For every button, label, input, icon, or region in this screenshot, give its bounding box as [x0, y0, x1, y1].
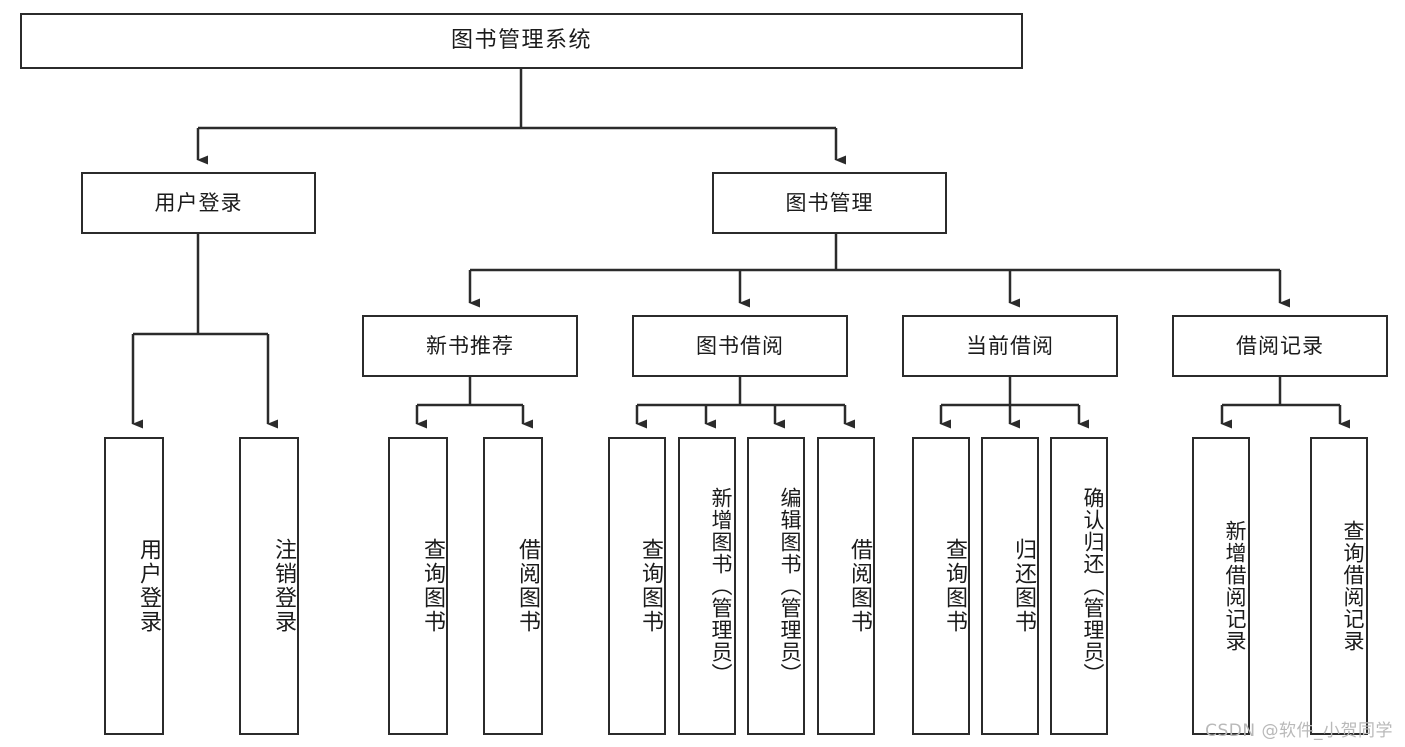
node-book-management-label: 图书管理	[785, 190, 874, 215]
node-book-borrow[interactable]: 图书借阅	[632, 315, 848, 377]
leaf-current-query-book-label: 查询图书	[942, 538, 967, 634]
node-user-login-label: 用户登录	[154, 190, 243, 215]
node-new-book-recommend-label: 新书推荐	[426, 333, 514, 358]
leaf-newbook-borrow-book[interactable]: 借阅图书	[483, 437, 543, 735]
leaf-user-login-label: 用户登录	[136, 538, 161, 634]
leaf-records-query-record[interactable]: 查询借阅记录	[1310, 437, 1368, 735]
leaf-logout-label: 注销登录	[271, 538, 296, 634]
leaf-logout[interactable]: 注销登录	[239, 437, 299, 735]
node-user-login[interactable]: 用户登录	[81, 172, 316, 234]
node-current-borrow-label: 当前借阅	[966, 333, 1054, 358]
leaf-borrow-borrow-book-label: 借阅图书	[847, 538, 872, 634]
leaf-newbook-borrow-book-label: 借阅图书	[515, 538, 540, 634]
leaf-records-query-record-label: 查询借阅记录	[1341, 520, 1365, 652]
watermark: CSDN @软件_小贺同学	[1205, 721, 1393, 741]
leaf-current-query-book[interactable]: 查询图书	[912, 437, 970, 735]
node-borrow-records[interactable]: 借阅记录	[1172, 315, 1388, 377]
leaf-borrow-add-book-label: 新增图书（管理员）	[709, 487, 733, 685]
node-book-borrow-label: 图书借阅	[696, 333, 784, 358]
leaf-borrow-borrow-book[interactable]: 借阅图书	[817, 437, 875, 735]
leaf-borrow-edit-book-label: 编辑图书（管理员）	[778, 487, 802, 685]
node-borrow-records-label: 借阅记录	[1236, 333, 1324, 358]
node-book-management[interactable]: 图书管理	[712, 172, 947, 234]
leaf-current-confirm-return[interactable]: 确认归还（管理员）	[1050, 437, 1108, 735]
leaf-current-confirm-return-label: 确认归还（管理员）	[1081, 487, 1105, 685]
leaf-user-login[interactable]: 用户登录	[104, 437, 164, 735]
node-current-borrow[interactable]: 当前借阅	[902, 315, 1118, 377]
leaf-current-return-book-label: 归还图书	[1011, 538, 1036, 634]
leaf-borrow-edit-book[interactable]: 编辑图书（管理员）	[747, 437, 805, 735]
leaf-records-add-record[interactable]: 新增借阅记录	[1192, 437, 1250, 735]
node-new-book-recommend[interactable]: 新书推荐	[362, 315, 578, 377]
leaf-borrow-query-book[interactable]: 查询图书	[608, 437, 666, 735]
node-root-label: 图书管理系统	[450, 27, 592, 53]
leaf-current-return-book[interactable]: 归还图书	[981, 437, 1039, 735]
node-root[interactable]: 图书管理系统	[20, 13, 1023, 69]
leaf-borrow-add-book[interactable]: 新增图书（管理员）	[678, 437, 736, 735]
leaf-borrow-query-book-label: 查询图书	[638, 538, 663, 634]
leaf-newbook-query-book[interactable]: 查询图书	[388, 437, 448, 735]
leaf-records-add-record-label: 新增借阅记录	[1223, 520, 1247, 652]
leaf-newbook-query-book-label: 查询图书	[420, 538, 445, 634]
